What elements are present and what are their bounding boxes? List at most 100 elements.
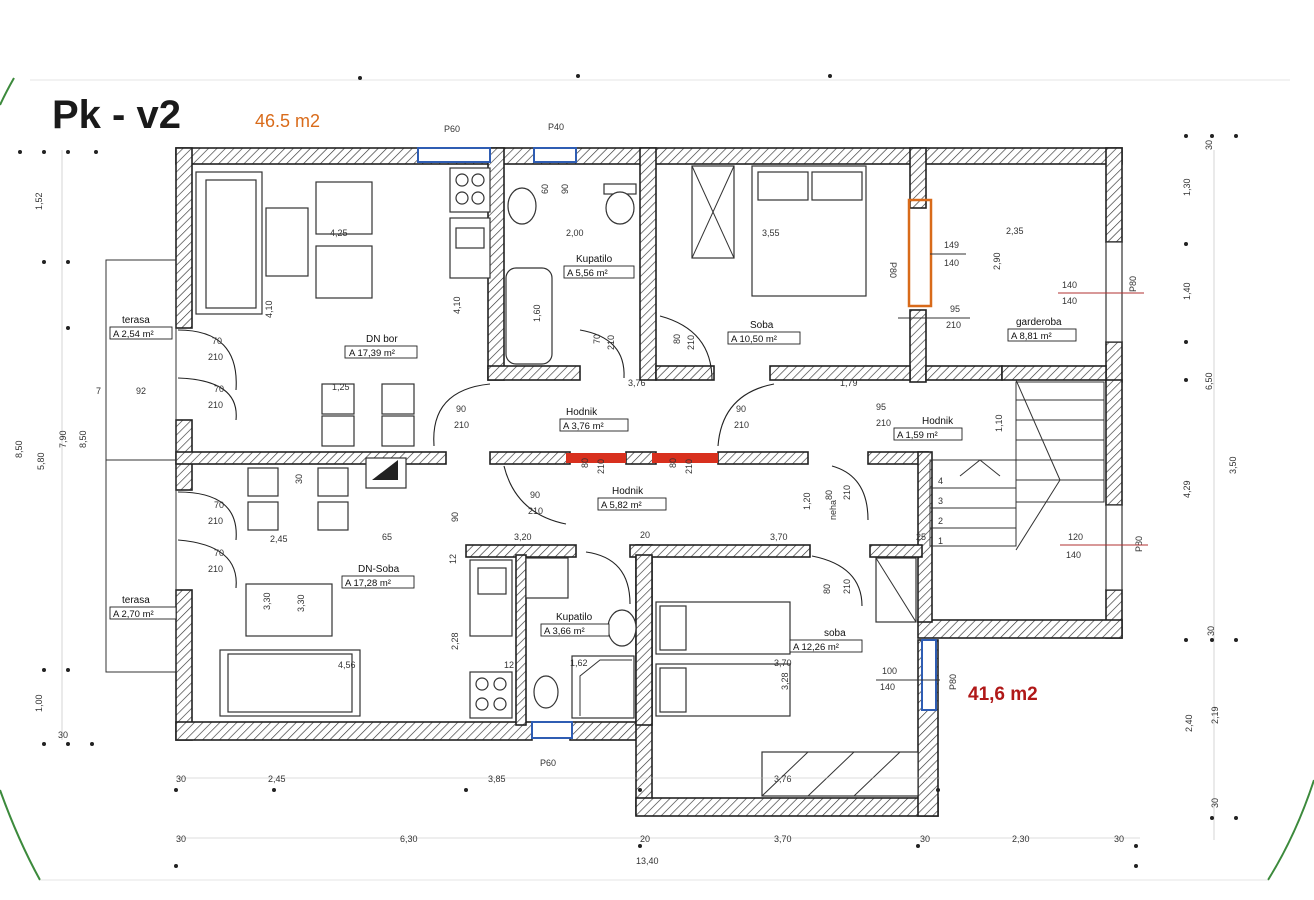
- door-label-80a: 80: [672, 334, 682, 344]
- dim-b-20: 20: [640, 834, 650, 844]
- window-right-p80b: [1105, 504, 1123, 591]
- stair-1: 1: [938, 536, 943, 546]
- win-label-140e: 140: [880, 682, 895, 692]
- door-label-210e: 210: [454, 420, 469, 430]
- door-label-210b: 210: [208, 400, 223, 410]
- room-kupatilo-top-name: Kupatilo: [576, 254, 613, 265]
- dim-l-100: 1,00: [34, 694, 44, 712]
- opening-p80-wardrobe: P80: [888, 262, 898, 278]
- dim-b-30b: 30: [176, 834, 186, 844]
- doors: [177, 315, 869, 607]
- meas-162: 1,62: [570, 658, 588, 668]
- win-label-100: 100: [882, 666, 897, 676]
- area-box-soba-bottom: [789, 639, 863, 653]
- stair-3: 3: [938, 496, 943, 506]
- area-bottom-label: 41,6 m2: [968, 684, 1038, 705]
- win-label-120: 120: [1068, 532, 1083, 542]
- dim-r-30a: 30: [1204, 140, 1214, 150]
- opening-p80-right-mid: P80: [1134, 536, 1144, 552]
- meas-410a: 4,10: [264, 300, 274, 318]
- room-terasa-top-name: terasa: [122, 315, 150, 326]
- window-right-p80: [1105, 241, 1123, 343]
- win-label-149: 149: [944, 240, 959, 250]
- dim-l-580: 5,80: [36, 452, 46, 470]
- door-label-80c: 80: [822, 584, 832, 594]
- win-label-210n: 210: [596, 459, 606, 474]
- dim-l-152: 1,52: [34, 192, 44, 210]
- win-label-80e: 80: [668, 458, 678, 468]
- win-label-80d: 80: [580, 458, 590, 468]
- border-arc-right: [1267, 779, 1314, 881]
- dim-b-630: 6,30: [400, 834, 418, 844]
- door-label-90a: 90: [456, 404, 466, 414]
- room-dn-soba-area: A 17,28 m²: [345, 578, 391, 589]
- room-hodnik-1-area: A 3,76 m²: [563, 421, 604, 432]
- dim-r-30b: 30: [1206, 626, 1216, 636]
- dim-r-650: 6,50: [1204, 372, 1214, 390]
- meas-355: 3,55: [762, 228, 780, 238]
- room-garderoba-name: garderoba: [1016, 317, 1062, 328]
- meas-370b: 3,70: [774, 658, 792, 668]
- meas-330b: 3,30: [296, 594, 306, 612]
- opening-p80-right-top: P80: [1128, 276, 1138, 292]
- dim-l-850b: 8,50: [78, 430, 88, 448]
- opening-p80-soba: P80: [948, 674, 958, 690]
- meas-160: 1,60: [532, 304, 542, 322]
- door-label-70d: 70: [214, 548, 224, 558]
- dim-b-230: 2,30: [1012, 834, 1030, 844]
- room-garderoba-area: A 8,81 m²: [1011, 331, 1052, 342]
- room-soba-top-name: Soba: [750, 320, 774, 331]
- room-terasa-bottom-area: A 2,70 m²: [113, 609, 154, 620]
- dim-r-140: 1,40: [1182, 282, 1192, 300]
- dim-l-92: 92: [136, 386, 146, 396]
- room-hodnik-1-name: Hodnik: [566, 407, 598, 418]
- meas-228: 2,28: [450, 632, 460, 650]
- dim-r-130: 1,30: [1182, 178, 1192, 196]
- window-top-p60: [417, 147, 491, 163]
- area-box-terasa-bottom: [109, 606, 177, 620]
- meas-235: 2,35: [1006, 226, 1024, 236]
- meas-330a: 3,30: [262, 592, 272, 610]
- door-label-70c: 70: [214, 500, 224, 510]
- dim-r-429: 4,29: [1182, 480, 1192, 498]
- door-label-210f: 210: [734, 420, 749, 430]
- win-label-95: 95: [950, 304, 960, 314]
- door-label-70a: 70: [212, 336, 222, 346]
- room-terasa-top-area: A 2,54 m²: [113, 329, 154, 340]
- door-label-210k: 210: [842, 485, 852, 500]
- win-label-210o: 210: [684, 459, 694, 474]
- meas-90: 90: [450, 512, 460, 522]
- room-terasa-bottom-name: terasa: [122, 595, 150, 606]
- meas-376: 3,76: [628, 378, 646, 388]
- area-box-kupatilo-bot: [540, 623, 610, 637]
- meas-376b: 3,76: [774, 774, 792, 784]
- win-label-140c: 140: [1062, 296, 1077, 306]
- dim-b-1340: 13,40: [636, 856, 659, 866]
- door-label-90d: 90: [560, 184, 570, 194]
- dim-b-245: 2,45: [268, 774, 286, 784]
- room-dn-soba-name: DN-Soba: [358, 564, 400, 575]
- room-hodnik-3-area: A 5,82 m²: [601, 500, 642, 511]
- dim-b-30c: 30: [920, 834, 930, 844]
- window-kupatilo-p40: [533, 147, 577, 163]
- area-box-soba-top: [727, 331, 801, 345]
- win-label-140b: 140: [1062, 280, 1077, 290]
- area-box-dn-bor: [344, 345, 418, 359]
- room-kupatilo-bot-area: A 3,66 m²: [544, 626, 585, 637]
- meas-425: 4,25: [330, 228, 348, 238]
- dim-r-219: 2,19: [1210, 706, 1220, 724]
- room-soba-bottom-area: A 12,26 m²: [793, 642, 839, 653]
- meas-179: 1,79: [840, 378, 858, 388]
- room-dn-bor-name: DN bor: [366, 334, 398, 345]
- dim-l-30: 30: [58, 730, 68, 740]
- meas-456: 4,56: [338, 660, 356, 670]
- meas-200: 2,00: [566, 228, 584, 238]
- room-hodnik-2-area: A 1,59 m²: [897, 430, 938, 441]
- door-label-90b: 90: [736, 404, 746, 414]
- dim-r-350: 3,50: [1228, 456, 1238, 474]
- meas-370a: 3,70: [770, 532, 788, 542]
- label-neha: neha: [828, 500, 838, 520]
- area-box-kupatilo-top: [563, 265, 635, 279]
- dim-b-30a: 30: [176, 774, 186, 784]
